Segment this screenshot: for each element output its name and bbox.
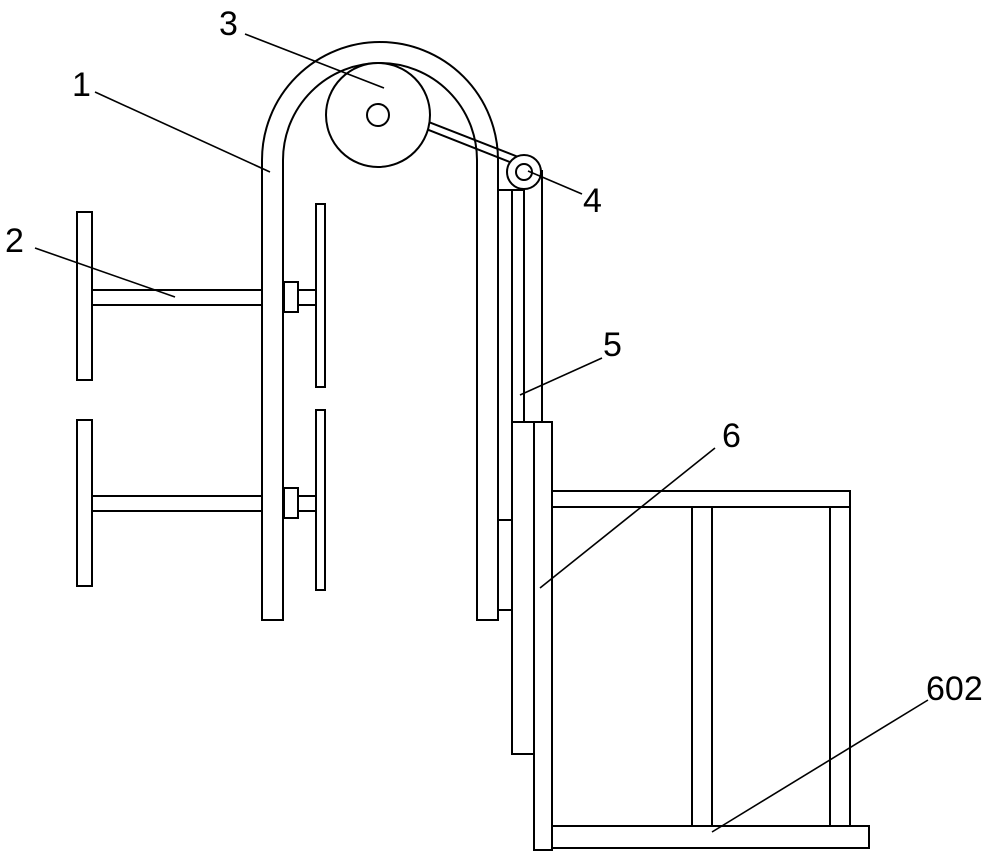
bracket-upper-inner-plate [315, 203, 326, 388]
winch-drum [325, 62, 431, 168]
winch-drum-axle [366, 103, 390, 127]
platform-base [551, 825, 870, 849]
leader-6 [539, 447, 716, 589]
label-3: 3 [219, 5, 238, 43]
leader-lines [34, 33, 929, 833]
label-5: 5 [603, 326, 622, 364]
label-2: 2 [5, 222, 24, 260]
leader-5 [519, 357, 603, 396]
platform-right-post [829, 506, 851, 827]
platform-assembly [511, 421, 870, 851]
label-6: 6 [722, 417, 741, 455]
leader-602 [711, 699, 929, 833]
label-602: 602 [926, 670, 983, 708]
bracket-upper-stub [297, 289, 317, 306]
bracket-upper-arm [91, 289, 263, 306]
platform-middle-post [691, 506, 713, 827]
callout-labels: 1 2 3 4 5 6 602 [5, 5, 983, 708]
platform-top-rail [551, 490, 851, 508]
bracket-lower-inner-plate [315, 409, 326, 591]
leader-4 [527, 170, 583, 195]
leader-2 [34, 247, 176, 298]
bracket-lower-outer-plate [76, 419, 93, 587]
bracket-lower [76, 409, 326, 591]
leader-3 [244, 33, 385, 89]
leader-1 [94, 91, 271, 173]
bracket-upper-outer-plate [76, 211, 93, 381]
bracket-upper [76, 203, 326, 388]
bracket-lower-arm [91, 495, 263, 512]
bracket-lower-hub [283, 487, 299, 519]
pulley [506, 154, 542, 190]
platform-upright [533, 421, 553, 851]
label-4: 4 [583, 182, 602, 220]
slide-plate [511, 421, 535, 755]
label-1: 1 [72, 66, 91, 104]
bracket-upper-hub [283, 281, 299, 313]
bracket-lower-stub [297, 495, 317, 512]
